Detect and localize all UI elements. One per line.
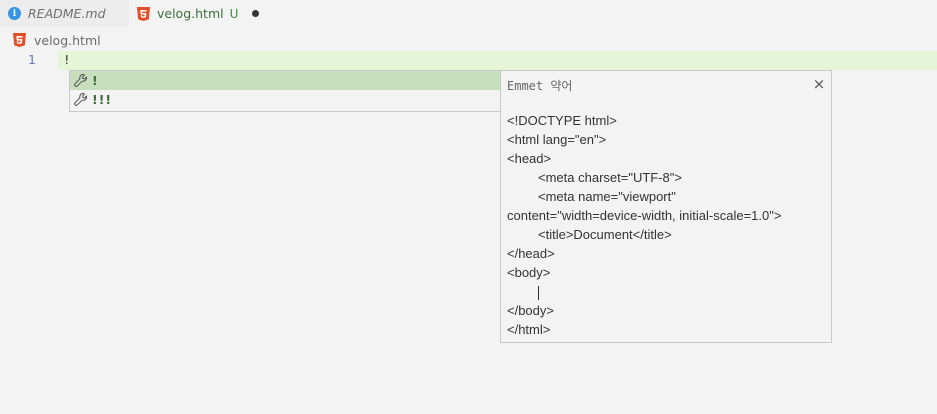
preview-line: <body> — [507, 265, 551, 280]
code-text[interactable]: ! — [63, 52, 71, 67]
line-number: 1 — [28, 52, 36, 67]
suggestion-item[interactable]: ! — [70, 71, 500, 90]
current-line-highlight — [58, 51, 937, 70]
wrench-icon — [74, 73, 88, 87]
suggestion-label: !!! — [92, 92, 113, 107]
suggestion-details: Emmet 약어 × <!DOCTYPE html> <html lang="e… — [500, 70, 832, 343]
breadcrumb[interactable]: velog.html — [0, 30, 101, 50]
tab-bar: i README.md velog.html U — [0, 0, 937, 27]
details-title: Emmet 약어 — [507, 79, 573, 93]
text-caret — [538, 285, 539, 300]
preview-line: </body> — [507, 303, 554, 318]
html5-icon — [137, 6, 150, 21]
html5-icon — [13, 33, 26, 47]
details-code-preview: <!DOCTYPE html> <html lang="en"> <head> … — [507, 111, 831, 339]
preview-line: <!DOCTYPE html> — [507, 113, 617, 128]
unsaved-dot-icon[interactable] — [252, 10, 260, 17]
preview-line: <html lang="en"> — [507, 132, 607, 147]
git-status-badge: U — [229, 6, 239, 21]
preview-line: <head> — [507, 151, 552, 166]
preview-line: </head> — [507, 246, 555, 261]
suggestion-item[interactable]: !!! — [70, 90, 500, 109]
tab-velog-html[interactable]: velog.html U — [129, 0, 260, 27]
wrench-icon — [74, 92, 88, 106]
tab-label: README.md — [28, 6, 106, 21]
editor-line[interactable]: 1 ! — [0, 51, 937, 70]
preview-line: content="width=device-width, initial-sca… — [507, 208, 782, 223]
suggestion-label: ! — [92, 73, 99, 88]
info-icon: i — [8, 7, 21, 20]
tab-readme[interactable]: i README.md — [0, 0, 129, 27]
tab-label: velog.html — [157, 6, 224, 21]
preview-caret-line — [507, 282, 831, 301]
preview-line: <title>Document</title> — [538, 227, 672, 242]
details-header: Emmet 약어 × — [501, 71, 831, 99]
preview-line: </html> — [507, 322, 551, 337]
breadcrumb-file: velog.html — [34, 32, 101, 48]
close-icon[interactable]: × — [812, 75, 826, 93]
preview-line: <meta charset="UTF-8"> — [538, 170, 682, 185]
preview-line: <meta name="viewport" — [538, 189, 676, 204]
suggestion-list: ! !!! — [69, 70, 501, 112]
